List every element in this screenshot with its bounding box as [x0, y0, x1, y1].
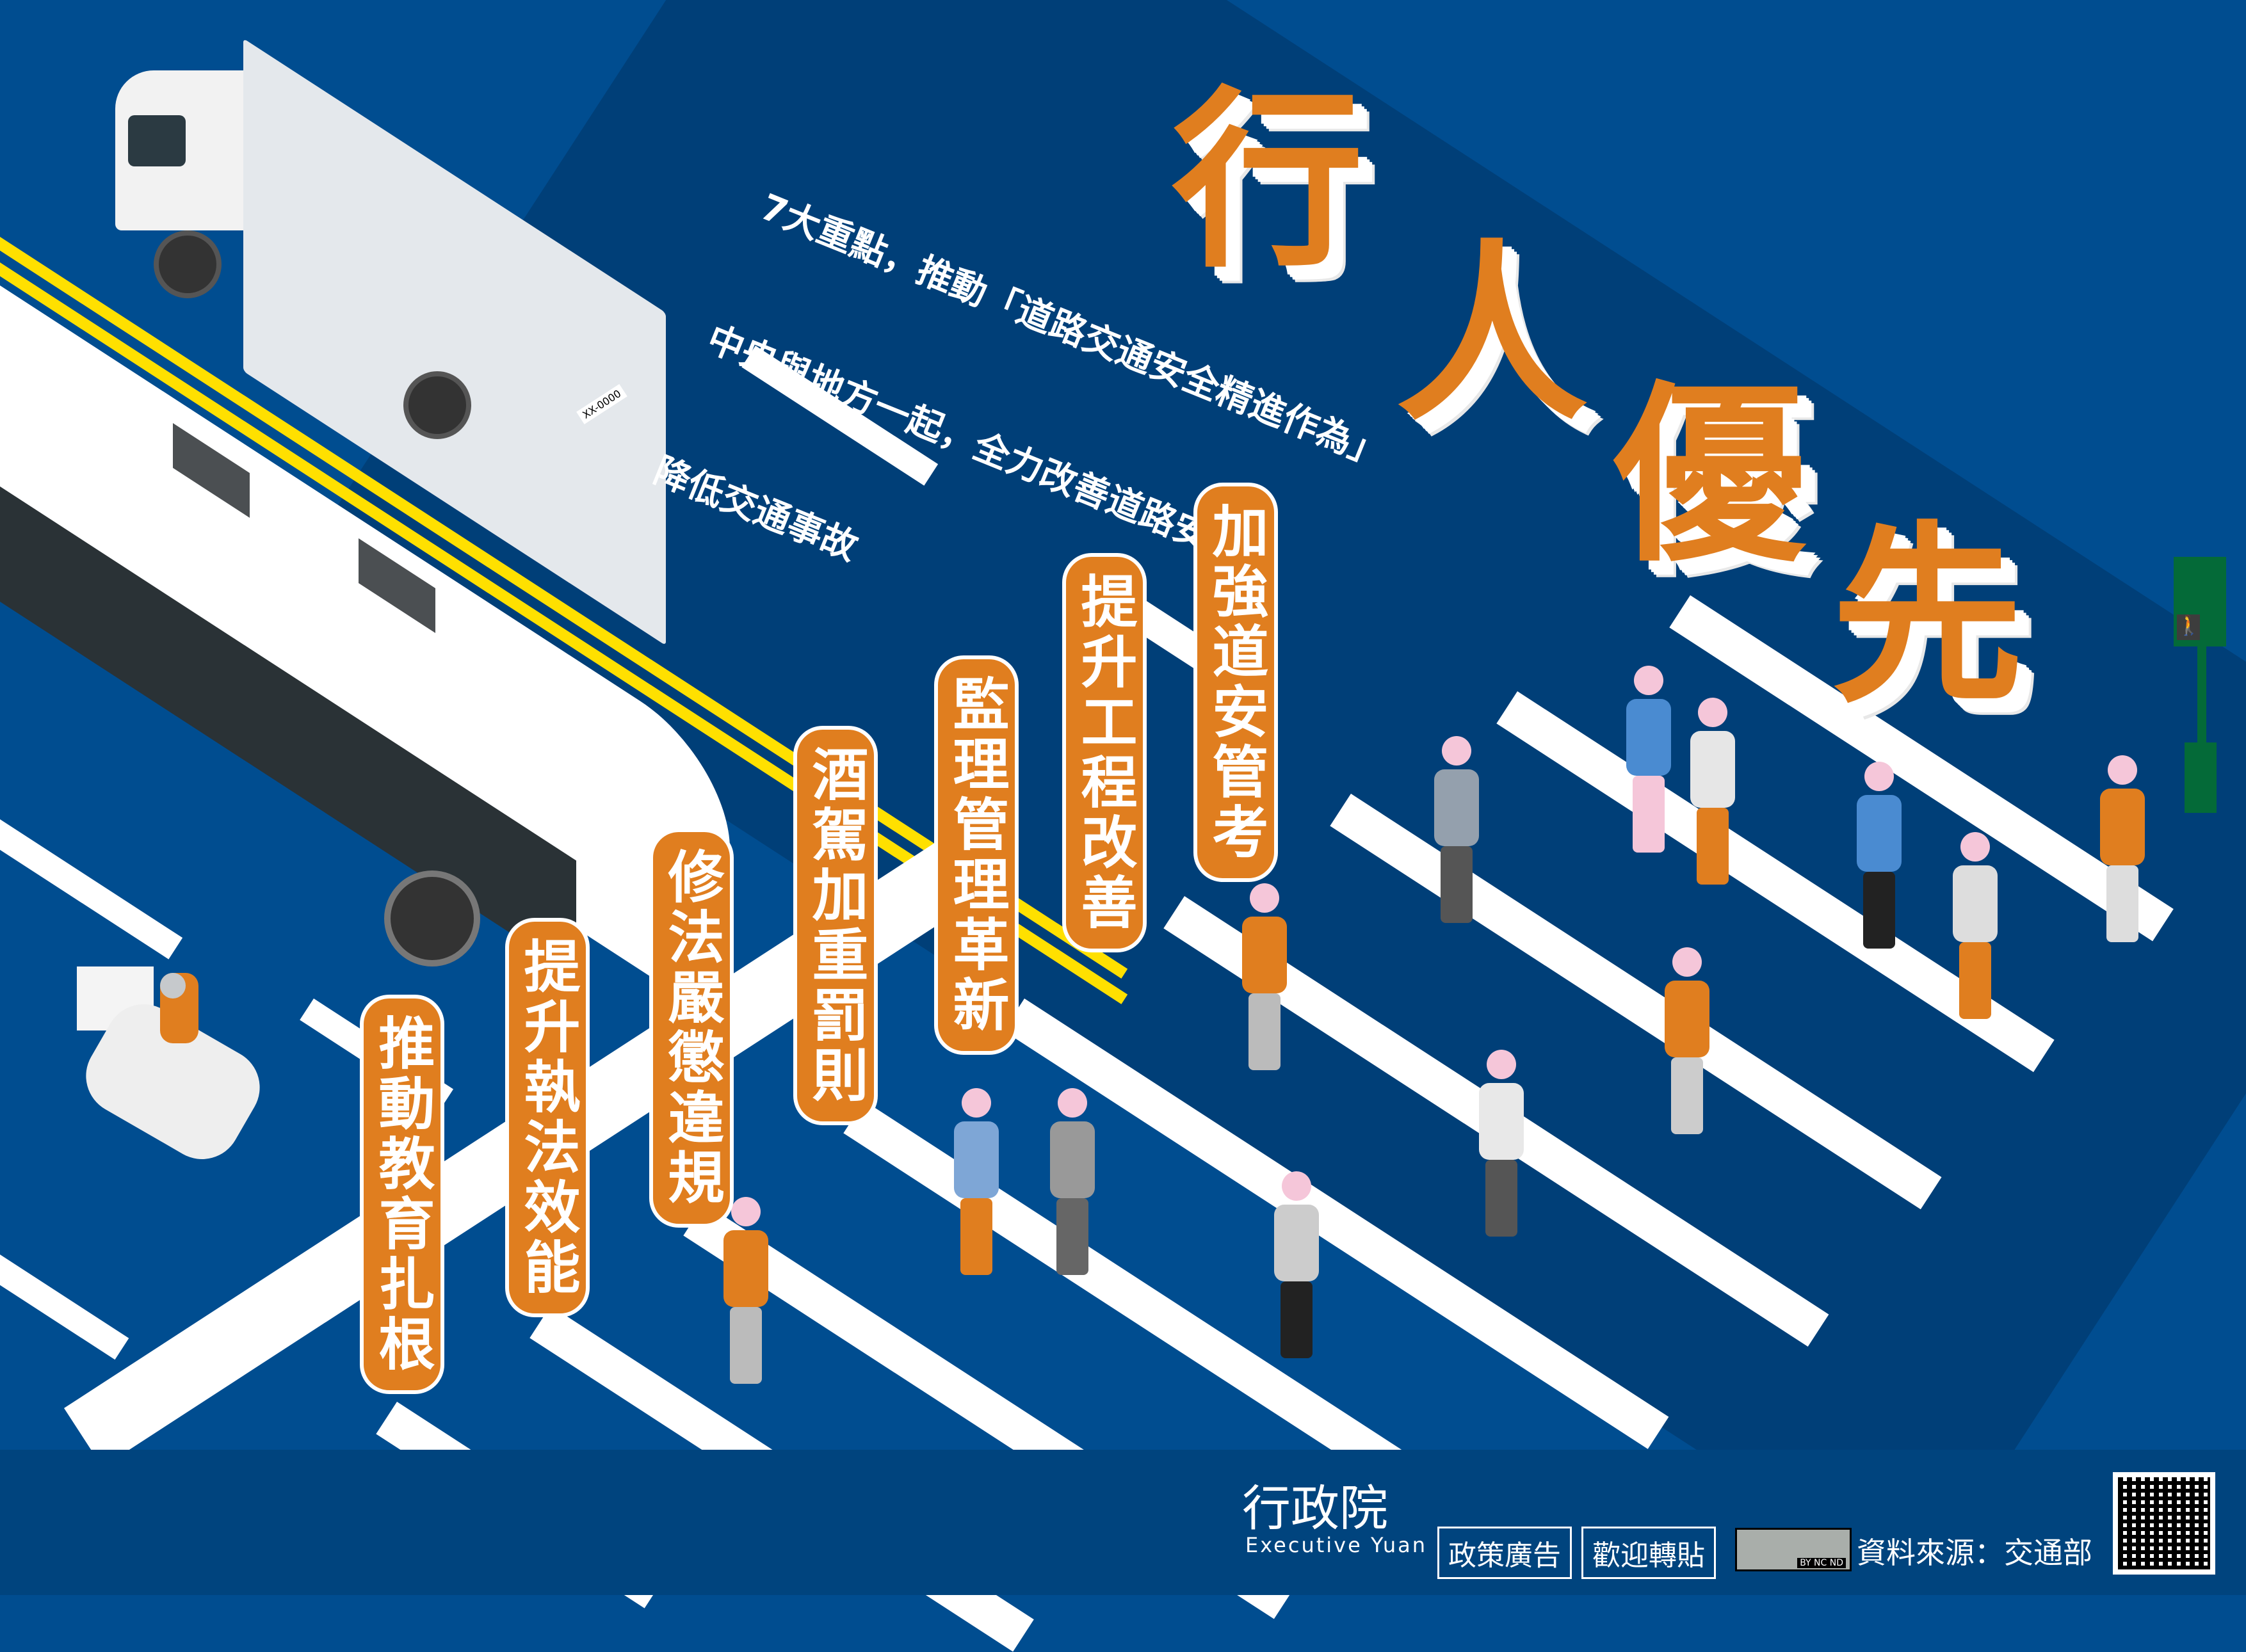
title-char: 人 — [1396, 223, 1588, 447]
cc-license-text: BY NC ND — [1797, 1558, 1846, 1568]
title-char: 先 — [1831, 505, 2023, 728]
share-welcome-badge: 歡迎轉貼 — [1581, 1527, 1716, 1579]
walk-signal-icon: 🚶 — [2177, 614, 2201, 640]
qr-code[interactable] — [2113, 1472, 2215, 1575]
title-char: 優 — [1613, 364, 1806, 588]
footer-bar: 行政院 Executive Yuan 政策廣告 歡迎轉貼 BY NC ND 資料… — [0, 1450, 2246, 1595]
key-point-tag: 監理管理革新 — [938, 659, 1015, 1051]
title-char: 行 — [1172, 70, 1364, 293]
cc-license-icon: BY NC ND — [1735, 1528, 1852, 1571]
key-point-tag: 加強道安管考 — [1197, 486, 1274, 878]
key-point-tag: 提升工程改善 — [1066, 557, 1143, 949]
key-point-tag: 酒駕加重罰則 — [797, 730, 874, 1121]
key-point-tag: 提升執法效能 — [509, 922, 586, 1313]
executive-yuan-logo: 行政院 — [1242, 1480, 1388, 1537]
policy-ad-badge: 政策廣告 — [1437, 1527, 1572, 1579]
lane-marking — [0, 819, 183, 959]
data-source: 資料來源：交通部 — [1857, 1536, 2092, 1570]
key-point-tag: 推動教育扎根 — [364, 998, 440, 1390]
executive-yuan-en: Executive Yuan — [1245, 1533, 1428, 1557]
key-point-tag: 修法嚴懲違規 — [653, 832, 730, 1224]
lane-marking — [0, 1255, 129, 1360]
